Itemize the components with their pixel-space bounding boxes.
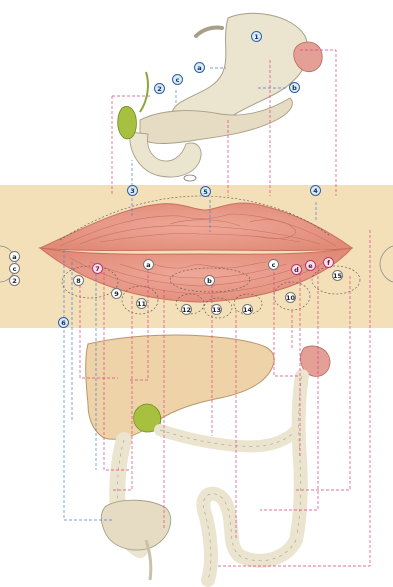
label-7: 7	[92, 263, 103, 274]
label-a-lip: a	[143, 259, 154, 270]
label-3: 3	[127, 185, 138, 196]
label-d: d	[291, 264, 302, 275]
label-13: 13	[211, 304, 222, 315]
label-5: 5	[200, 186, 211, 197]
left-edge-label-a: a	[9, 251, 20, 262]
label-9: 9	[111, 288, 122, 299]
label-15: 15	[332, 270, 343, 281]
descending-colon	[296, 376, 302, 540]
intestine-opening	[184, 175, 196, 181]
sigmoid-colon	[203, 494, 296, 580]
label-14: 14	[242, 304, 253, 315]
label-a: a	[194, 62, 205, 73]
label-1: 1	[251, 31, 262, 42]
label-10: 10	[285, 292, 296, 303]
label-8: 8	[73, 275, 84, 286]
label-12: 12	[181, 304, 192, 315]
bile-duct	[140, 72, 148, 112]
cecum	[101, 500, 171, 550]
left-edge-label-2: 2	[9, 275, 20, 286]
label-e: e	[305, 260, 316, 271]
transverse-colon	[160, 428, 298, 446]
label-f: f	[323, 257, 334, 268]
label-c: c	[172, 74, 183, 85]
left-edge-label-c: c	[9, 263, 20, 274]
liver	[86, 335, 274, 439]
label-11: 11	[136, 298, 147, 309]
label-c-lip: c	[268, 259, 279, 270]
label-2: 2	[154, 83, 165, 94]
gallbladder-upper	[118, 106, 137, 138]
label-4: 4	[310, 185, 321, 196]
label-b: b	[289, 82, 300, 93]
label-6: 6	[58, 317, 69, 328]
label-b-lip: b	[204, 275, 215, 286]
